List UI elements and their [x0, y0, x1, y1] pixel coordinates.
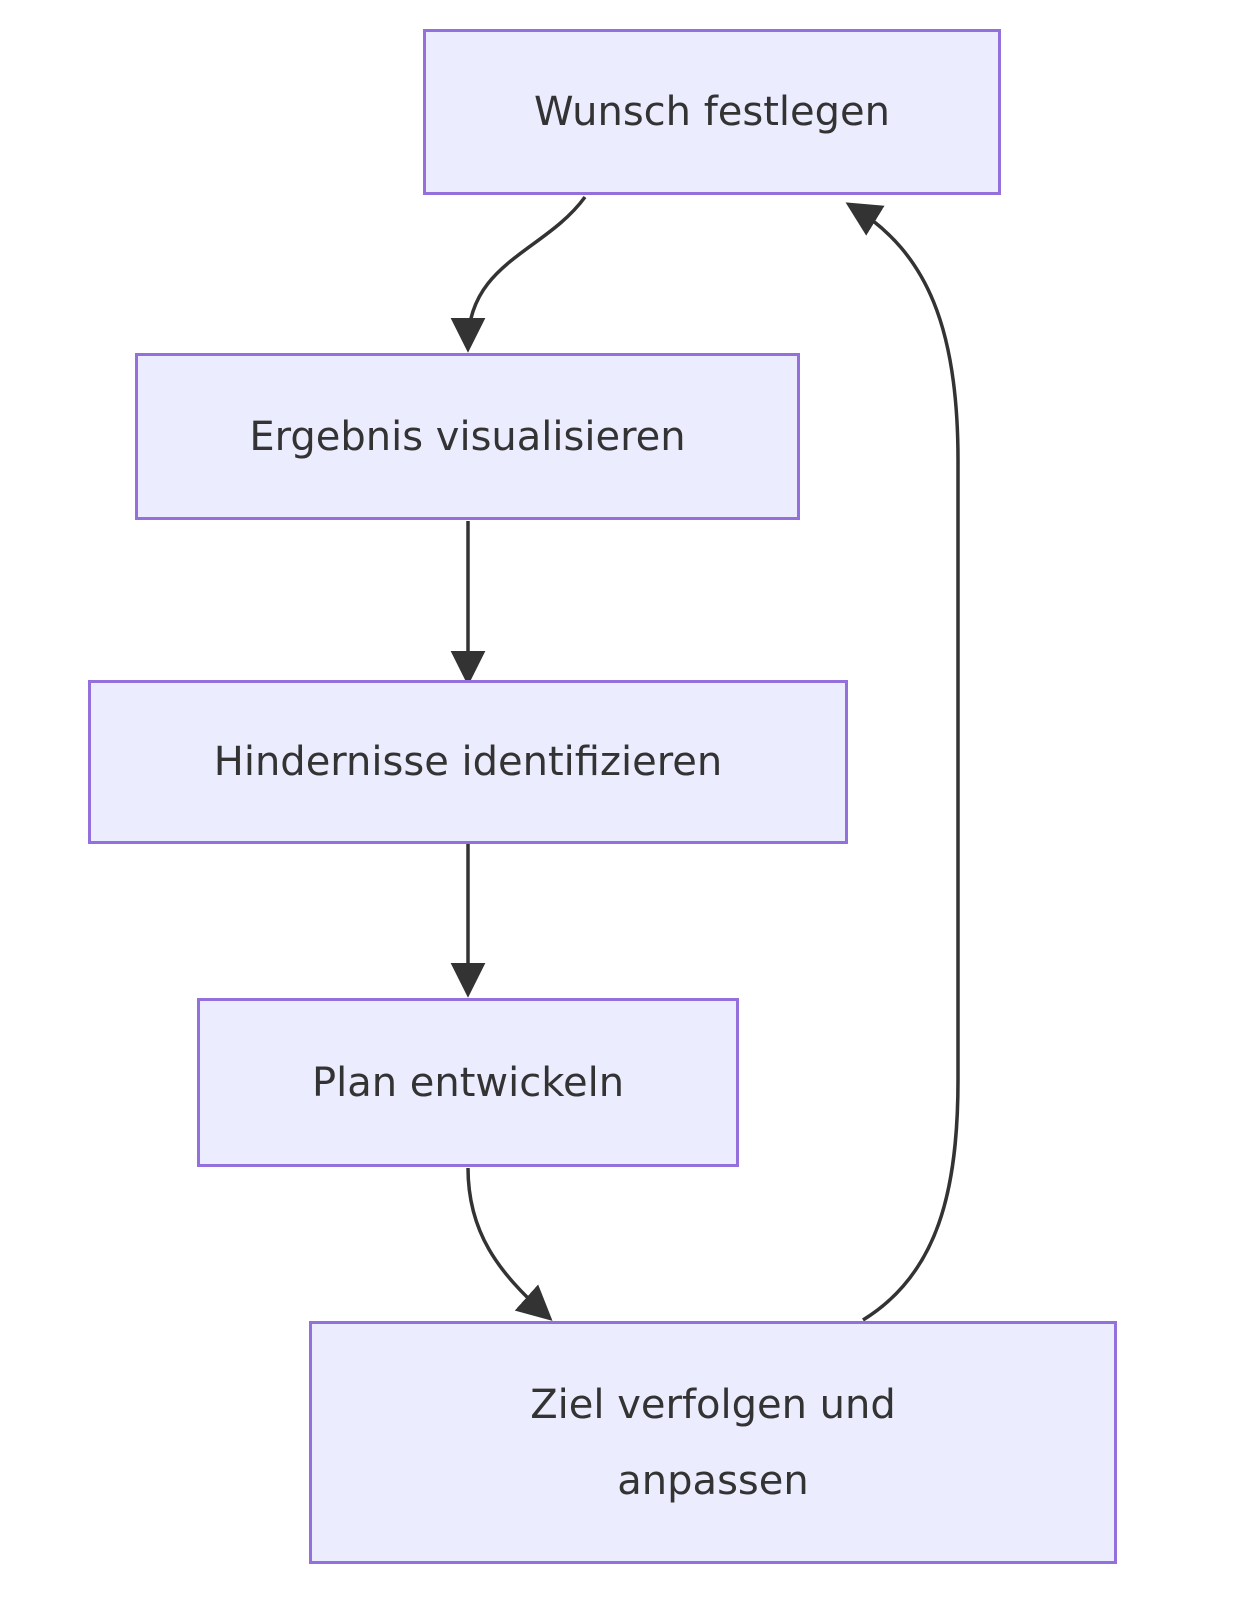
node-hindernisse-identifizieren: Hindernisse identifizieren	[88, 680, 848, 844]
node-label: Wunsch festlegen	[533, 89, 890, 135]
edge-wunsch-to-ergebnis	[450, 195, 587, 353]
edge-ziel-to-wunsch	[845, 202, 960, 1322]
node-plan-entwickeln: Plan entwickeln	[197, 998, 739, 1167]
node-label: Ergebnis visualisieren	[249, 413, 686, 460]
node-ergebnis-visualisieren: Ergebnis visualisieren	[135, 353, 800, 520]
node-label: Hindernisse identifizieren	[213, 739, 723, 785]
node-label: Plan entwickeln	[311, 1059, 625, 1106]
node-wunsch-festlegen: Wunsch festlegen	[423, 29, 1001, 195]
node-ziel-verfolgen-und-anpassen: Ziel verfolgen und anpassen	[309, 1321, 1117, 1564]
node-label: Ziel verfolgen und anpassen	[530, 1381, 896, 1504]
edge-plan-to-ziel	[466, 1167, 553, 1321]
